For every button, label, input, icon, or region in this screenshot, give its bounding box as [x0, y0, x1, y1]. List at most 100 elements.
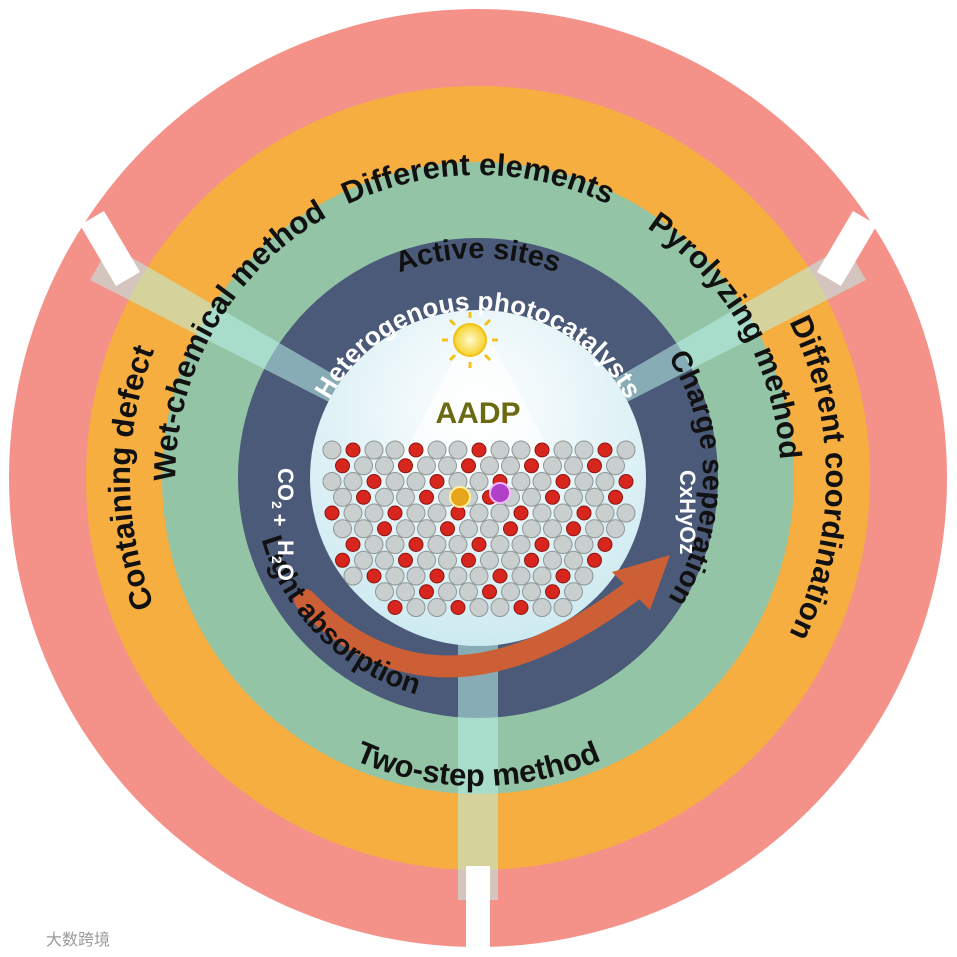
lattice-atom-metal	[511, 535, 531, 554]
lattice-atom-metal	[448, 566, 468, 586]
lattice-atom-oxygen	[366, 474, 382, 489]
lattice-atom-metal	[322, 472, 342, 491]
lattice-atom-metal	[606, 456, 625, 476]
lattice-atom-metal	[427, 598, 447, 617]
lattice-atom-oxygen	[513, 505, 529, 521]
lattice-atom-metal	[490, 598, 510, 617]
lattice-atom-oxygen	[587, 458, 602, 474]
lattice-atom-oxygen	[387, 600, 403, 615]
lattice-atom-metal	[532, 503, 552, 523]
lattice-atom-metal	[354, 519, 373, 539]
lattice-atom-metal	[574, 535, 594, 554]
lattice-atom-metal	[501, 456, 520, 476]
reactants: CO2	[269, 468, 298, 509]
svg-text:CxHyOz: CxHyOz	[675, 470, 700, 554]
lattice-atom-metal	[406, 598, 426, 617]
lattice-atom-metal	[343, 472, 363, 491]
lattice-atom-metal	[364, 440, 384, 460]
light-rays	[395, 340, 560, 470]
lattice-atom-metal	[501, 582, 520, 602]
lattice-atom-metal	[438, 582, 457, 602]
lattice-atom-metal	[375, 487, 394, 507]
lattice-atom-oxygen	[419, 489, 434, 505]
lattice-atom-oxygen	[461, 458, 476, 474]
lattice-atom-metal	[406, 472, 426, 491]
lattice-atom-metal	[616, 503, 636, 523]
lattice-atom-oxygen	[429, 568, 445, 584]
lattice-atom-metal	[532, 598, 552, 617]
lattice-atom-oxygen	[503, 521, 518, 537]
lattice-atom-metal	[574, 440, 594, 460]
lattice-atom-oxygen	[471, 537, 487, 552]
lattice-atom-metal	[511, 472, 531, 491]
lattice-atom-metal	[469, 503, 489, 523]
lattice-atom-oxygen	[482, 584, 497, 600]
lattice-atom-metal	[417, 550, 436, 570]
reactant-water: H2O	[269, 540, 298, 581]
svg-text:CO2: CO2	[269, 468, 298, 509]
lattice-atom-metal	[585, 487, 604, 507]
lattice-atom-oxygen	[408, 537, 424, 552]
lattice-atom-metal	[385, 472, 405, 491]
watermark: 大数跨境	[46, 930, 110, 949]
lattice-atom-metal	[396, 487, 415, 507]
lattice-atom-metal	[522, 487, 541, 507]
lattice-atom-oxygen	[524, 552, 539, 568]
lattice-atom-oxygen	[608, 489, 623, 505]
lattice-atom-metal	[490, 440, 510, 460]
lattice-atom-metal	[595, 472, 615, 491]
lattice-atom-oxygen	[597, 442, 613, 458]
active-site-atom-purple	[489, 482, 511, 504]
lattice-atom-oxygen	[377, 521, 392, 537]
plus-sign: +	[267, 514, 292, 527]
lattice-atom-oxygen	[429, 474, 445, 489]
lattice-atom-oxygen	[345, 537, 361, 552]
lattice-atom-metal	[532, 566, 552, 586]
lattice-atom-metal	[375, 550, 394, 570]
lattice-atom-metal	[396, 582, 415, 602]
lattice-atom-oxygen	[345, 442, 361, 458]
lattice-atom-metal	[553, 440, 573, 460]
sun-icon	[442, 312, 498, 368]
lattice-atom-metal	[459, 519, 478, 539]
lattice-atom-metal	[501, 550, 520, 570]
lattice-atom-metal	[438, 550, 457, 570]
lattice-atom-metal	[448, 535, 468, 554]
lattice-atom-metal	[564, 487, 583, 507]
lattice-atom-metal	[543, 550, 562, 570]
lattice-atom-oxygen	[576, 505, 592, 521]
lattice-atom-metal	[333, 519, 352, 539]
lattice-atom-metal	[385, 440, 405, 460]
atomic-lattice	[322, 440, 636, 617]
lattice-atom-metal	[543, 456, 562, 476]
lattice-atom-metal	[564, 456, 583, 476]
lattice-atom-metal	[574, 566, 594, 586]
lattice-atom-oxygen	[555, 568, 571, 584]
reaction-arrow	[294, 574, 651, 678]
lattice-atom-oxygen	[398, 458, 413, 474]
lattice-atom-metal	[406, 566, 426, 586]
lattice-atom-metal	[543, 519, 562, 539]
lattice-atom-metal	[385, 566, 405, 586]
lattice-atom-metal	[459, 582, 478, 602]
lattice-atom-metal	[343, 503, 363, 523]
lattice-atom-metal	[375, 582, 394, 602]
lattice-atom-oxygen	[534, 537, 550, 552]
lattice-atom-metal	[427, 440, 447, 460]
lattice-atom-oxygen	[356, 489, 371, 505]
lattice-atom-oxygen	[492, 568, 508, 584]
lattice-atom-metal	[616, 440, 636, 460]
lattice-atom-metal	[427, 535, 447, 554]
lattice-atom-metal	[480, 456, 499, 476]
lattice-atom-metal	[417, 519, 436, 539]
lattice-atom-metal	[469, 598, 489, 617]
lattice-atom-metal	[322, 440, 342, 460]
lattice-atom-metal	[511, 440, 531, 460]
center-title: AADP	[435, 397, 520, 430]
lattice-atom-metal	[480, 550, 499, 570]
lattice-atom-oxygen	[471, 442, 487, 458]
lattice-atom-oxygen	[555, 474, 571, 489]
lattice-atom-oxygen	[366, 568, 382, 584]
lattice-atom-oxygen	[597, 537, 613, 552]
